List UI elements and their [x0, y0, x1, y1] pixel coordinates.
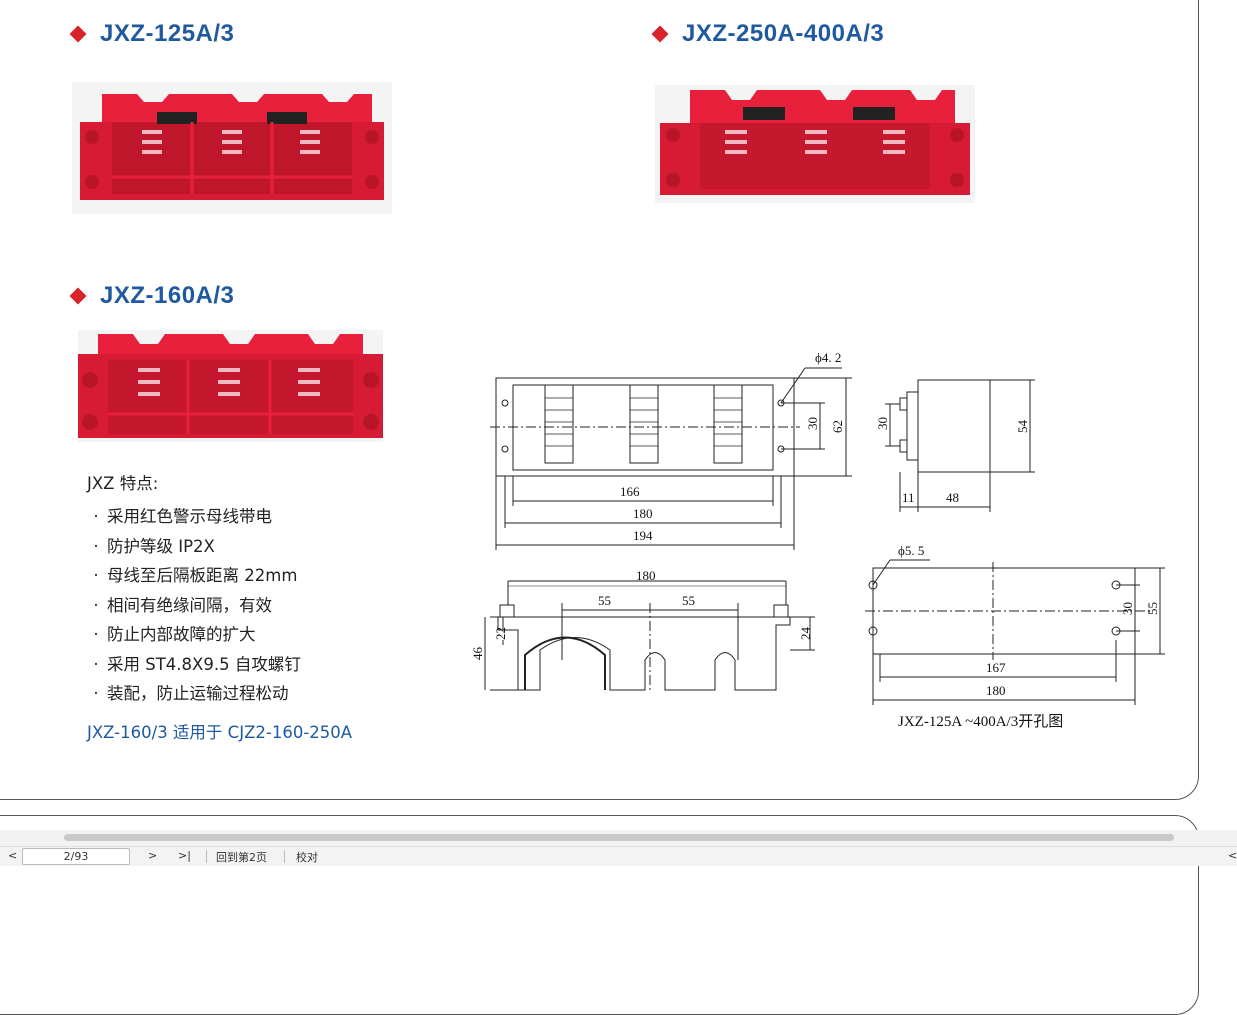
svg-text:ϕ5. 5: ϕ5. 5 — [898, 543, 924, 558]
feature-item: ·采用红色警示母线带电 — [93, 507, 272, 526]
svg-text:166: 166 — [620, 484, 640, 499]
horizontal-scrollbar[interactable] — [0, 830, 1237, 846]
compatibility-note: JXZ-160/3 适用于 CJZ2-160-250A — [87, 722, 353, 742]
svg-text:55: 55 — [598, 593, 611, 608]
toolbar-divider — [206, 850, 207, 863]
svg-text:167: 167 — [986, 660, 1006, 675]
svg-text:30: 30 — [875, 417, 890, 430]
bottom-toolbar: < 2/93 > >| 回到第2页 校对 < — [0, 846, 1237, 866]
svg-text:30: 30 — [1120, 602, 1135, 615]
svg-text:194: 194 — [633, 528, 653, 543]
feature-item: ·母线至后隔板距离 22mm — [93, 566, 298, 585]
svg-text:55: 55 — [682, 593, 695, 608]
feature-item: ·防止内部故障的扩大 — [93, 625, 256, 644]
diamond-bullet-icon — [69, 287, 87, 305]
last-page-button[interactable]: >| — [178, 849, 191, 862]
svg-text:55: 55 — [1145, 602, 1160, 615]
heading-jxz250: JXZ-250A-400A/3 — [650, 20, 884, 48]
svg-text:62: 62 — [830, 420, 845, 433]
product-photo-jxz250 — [655, 85, 975, 203]
heading-text: JXZ-160A/3 — [100, 282, 235, 309]
svg-text:54: 54 — [1015, 420, 1030, 434]
svg-text:180: 180 — [636, 568, 656, 583]
scrollbar-thumb[interactable] — [64, 834, 1174, 841]
svg-text:24: 24 — [798, 627, 813, 641]
feature-item: ·相间有绝缘间隔，有效 — [93, 595, 272, 615]
prev-page-button[interactable]: < — [8, 849, 18, 862]
svg-text:46: 46 — [470, 647, 485, 661]
diamond-bullet-icon — [651, 25, 669, 43]
diamond-bullet-icon — [69, 25, 87, 43]
features-title: JXZ 特点: — [87, 474, 159, 493]
feature-item: ·装配，防止运输过程松动 — [93, 684, 289, 703]
svg-text:22: 22 — [493, 627, 508, 640]
cutout-caption: JXZ-125A ~400A/3开孔图 — [898, 714, 1064, 730]
heading-jxz125: JXZ-125A/3 — [68, 20, 234, 48]
next-page-button[interactable]: > — [148, 849, 158, 862]
collapse-arrow-icon[interactable]: < — [1228, 849, 1237, 862]
svg-text:11: 11 — [902, 490, 915, 505]
feature-item: ·防护等级 IP2X — [93, 536, 215, 556]
toolbar-divider — [284, 850, 285, 863]
proofread-button[interactable]: 校对 — [296, 851, 318, 864]
svg-text:48: 48 — [946, 490, 959, 505]
technical-drawing: 166 180 194 ϕ4. 2 30 62 30 54 11 48 180 … — [470, 350, 1165, 705]
product-photo-jxz160 — [78, 330, 383, 442]
feature-item: ·采用 ST4.8X9.5 自攻螺钉 — [93, 654, 301, 674]
svg-text:180: 180 — [986, 683, 1006, 698]
svg-text:ϕ4. 2: ϕ4. 2 — [815, 350, 841, 365]
back-to-page-button[interactable]: 回到第2页 — [216, 851, 267, 864]
heading-text: JXZ-125A/3 — [100, 20, 235, 47]
product-photo-jxz125 — [72, 82, 392, 214]
svg-text:30: 30 — [805, 417, 820, 430]
svg-text:180: 180 — [633, 506, 653, 521]
heading-text: JXZ-250A-400A/3 — [682, 20, 885, 47]
page-number-input[interactable]: 2/93 — [22, 848, 130, 865]
features-list: JXZ 特点: ·采用红色警示母线带电 ·防护等级 IP2X ·母线至后隔板距离… — [87, 470, 352, 743]
heading-jxz160: JXZ-160A/3 — [68, 282, 234, 310]
